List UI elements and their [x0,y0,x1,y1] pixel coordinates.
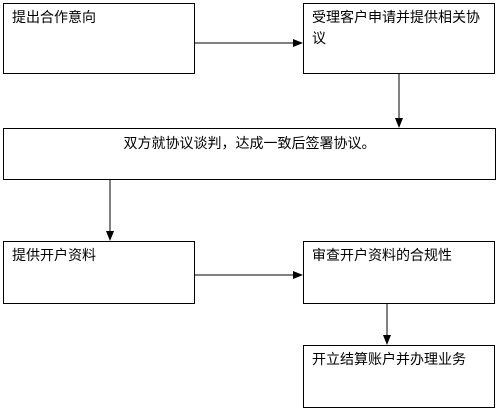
step-propose-cooperation: 提出合作意向 [3,3,195,74]
step-negotiate-agreement: 双方就协议谈判，达成一致后签署协议。 [3,128,496,180]
step-provide-documents: 提供开户资料 [3,241,195,304]
step-accept-application: 受理客户申请并提供相关协议 [303,3,495,74]
step-accept-application-label: 受理客户申请并提供相关协议 [312,10,480,47]
step-propose-cooperation-label: 提出合作意向 [12,10,96,26]
step-open-account-label: 开立结算账户并办理业务 [312,352,466,368]
step-negotiate-agreement-label: 双方就协议谈判，达成一致后签署协议。 [123,136,376,152]
step-review-documents: 审查开户资料的合规性 [303,241,495,304]
step-review-documents-label: 审查开户资料的合规性 [312,248,452,264]
step-open-account: 开立结算账户并办理业务 [303,345,495,408]
step-provide-documents-label: 提供开户资料 [12,248,96,264]
